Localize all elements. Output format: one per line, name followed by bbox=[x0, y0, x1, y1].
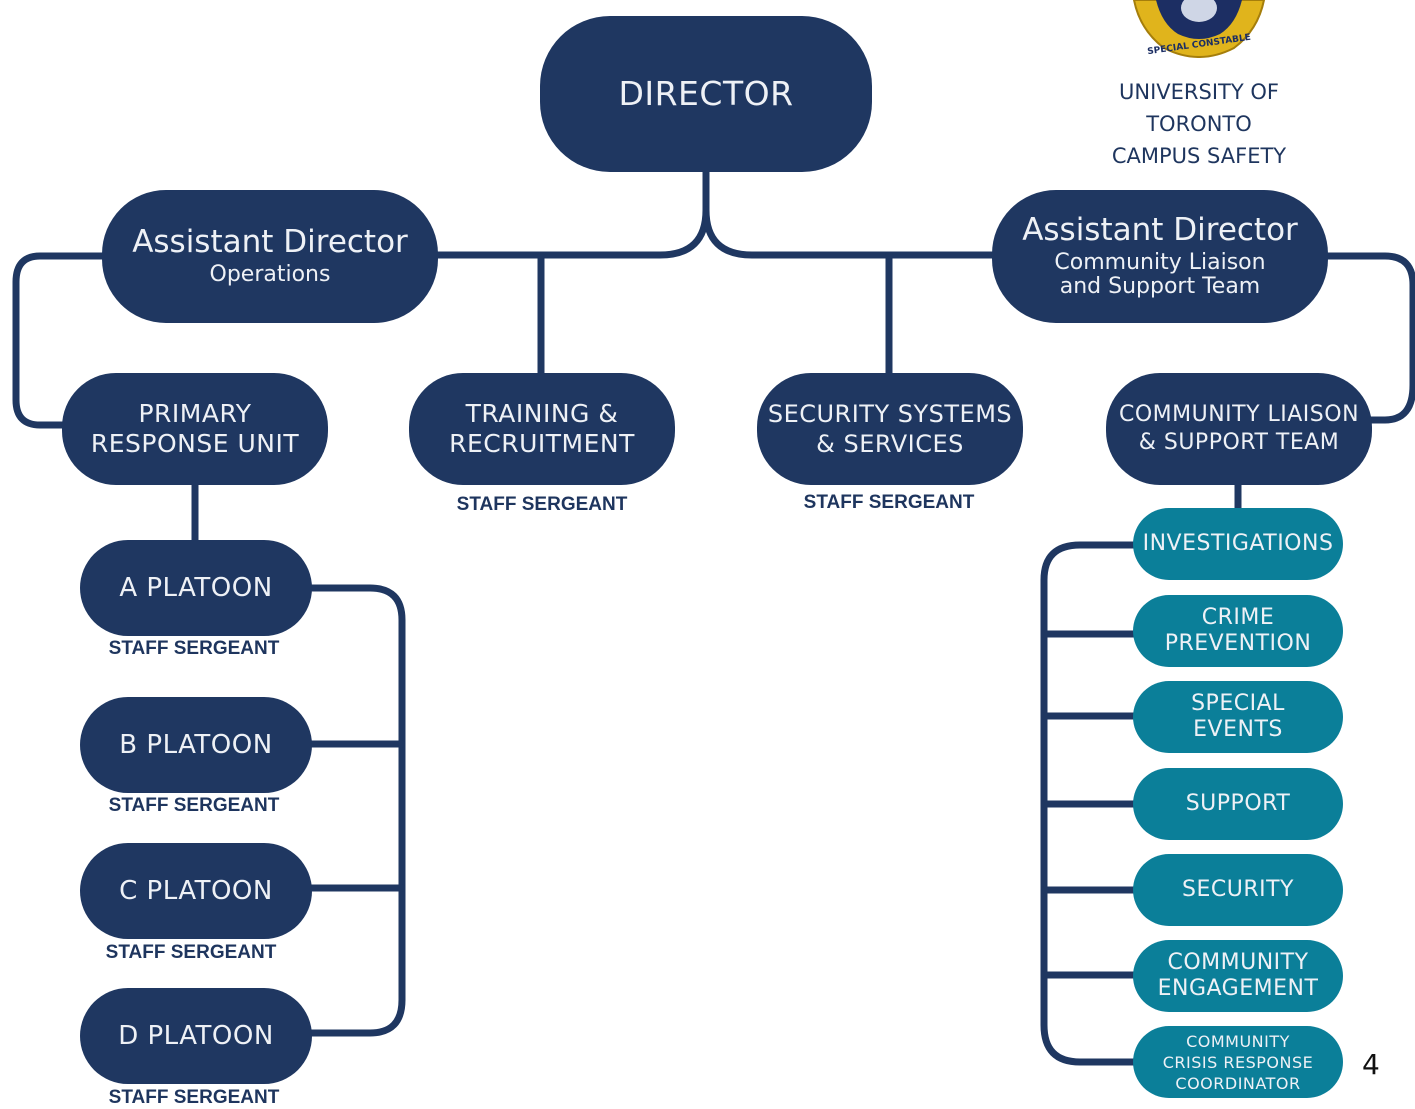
community-crisis-response-node: COMMUNITY CRISIS RESPONSE COORDINATOR bbox=[1133, 1026, 1343, 1098]
investigations-node: INVESTIGATIONS bbox=[1133, 508, 1343, 580]
training-staff-sergeant-caption: STAFF SERGEANT bbox=[456, 494, 628, 515]
assistant-director-community-subtitle: and Support Team bbox=[1059, 274, 1261, 300]
security-systems-node: SECURITY SYSTEMS & SERVICES bbox=[757, 373, 1023, 485]
community-unit-label: EVENTS bbox=[1193, 717, 1283, 742]
d-platoon-node: D PLATOON bbox=[80, 988, 312, 1084]
unit-label: PRIMARY bbox=[138, 399, 252, 428]
community-unit-label: SUPPORT bbox=[1185, 791, 1291, 817]
organization-name-line: CAMPUS SAFETY bbox=[1111, 144, 1287, 168]
unit-label: TRAINING & bbox=[465, 399, 619, 428]
campus-safety-badge-icon: SPECIAL CONSTABLE bbox=[1132, 0, 1266, 58]
community-unit-label: PREVENTION bbox=[1164, 631, 1312, 656]
assistant-director-community-subtitle: Community Liaison bbox=[1054, 250, 1266, 276]
connector-director-right bbox=[702, 206, 999, 259]
crime-prevention-node: CRIME PREVENTION bbox=[1133, 595, 1343, 667]
security-node: SECURITY bbox=[1133, 854, 1343, 926]
unit-label: COMMUNITY LIAISON bbox=[1118, 402, 1360, 427]
unit-label: RECRUITMENT bbox=[449, 429, 635, 458]
community-unit-label: CRIME bbox=[1201, 605, 1275, 630]
assistant-director-ops-title: Assistant Director bbox=[132, 223, 408, 260]
assistant-director-ops-subtitle: Operations bbox=[209, 262, 331, 288]
community-unit-label: COMMUNITY bbox=[1167, 950, 1309, 975]
community-unit-label: CRISIS RESPONSE bbox=[1162, 1052, 1314, 1072]
d-platoon-staff-sergeant-caption: STAFF SERGEANT bbox=[108, 1087, 280, 1108]
c-platoon-staff-sergeant-caption: STAFF SERGEANT bbox=[105, 942, 277, 963]
connector-platoon-bracket bbox=[306, 584, 406, 1037]
b-platoon-node: B PLATOON bbox=[80, 697, 312, 793]
director-title: DIRECTOR bbox=[618, 74, 794, 114]
organization-name-line: UNIVERSITY OF bbox=[1119, 80, 1279, 104]
security-systems-staff-sergeant-caption: STAFF SERGEANT bbox=[803, 492, 975, 513]
community-unit-label: ENGAGEMENT bbox=[1157, 976, 1319, 1001]
primary-response-unit-node: PRIMARY RESPONSE UNIT bbox=[62, 373, 328, 485]
special-events-node: SPECIAL EVENTS bbox=[1133, 681, 1343, 753]
director-node: DIRECTOR bbox=[540, 16, 872, 172]
assistant-director-operations-node: Assistant Director Operations bbox=[102, 190, 438, 323]
organization-name-line: TORONTO bbox=[1146, 112, 1252, 136]
community-unit-label: SECURITY bbox=[1182, 877, 1294, 903]
support-node: SUPPORT bbox=[1133, 768, 1343, 840]
training-recruitment-node: TRAINING & RECRUITMENT bbox=[409, 373, 675, 485]
connector-director-trunk bbox=[431, 166, 710, 259]
c-platoon-node: C PLATOON bbox=[80, 843, 312, 939]
platoon-label: A PLATOON bbox=[119, 572, 273, 603]
organization-name: UNIVERSITY OF TORONTO CAMPUS SAFETY bbox=[1085, 76, 1313, 172]
connector-community-loop bbox=[1321, 252, 1415, 424]
community-unit-label: SPECIAL bbox=[1191, 691, 1285, 716]
connector-ops-to-primary bbox=[12, 252, 112, 429]
unit-label: & SERVICES bbox=[816, 430, 964, 458]
assistant-director-community-node: Assistant Director Community Liaison and… bbox=[992, 190, 1328, 323]
a-platoon-staff-sergeant-caption: STAFF SERGEANT bbox=[108, 638, 280, 659]
unit-label: & SUPPORT TEAM bbox=[1138, 430, 1340, 455]
b-platoon-staff-sergeant-caption: STAFF SERGEANT bbox=[108, 795, 280, 816]
unit-label: RESPONSE UNIT bbox=[90, 429, 300, 458]
unit-label: SECURITY SYSTEMS bbox=[767, 400, 1013, 428]
platoon-label: B PLATOON bbox=[119, 729, 273, 760]
community-engagement-node: COMMUNITY ENGAGEMENT bbox=[1133, 940, 1343, 1012]
platoon-label: D PLATOON bbox=[118, 1020, 274, 1051]
a-platoon-node: A PLATOON bbox=[80, 540, 312, 636]
community-unit-label: INVESTIGATIONS bbox=[1142, 531, 1334, 557]
assistant-director-community-title: Assistant Director bbox=[1022, 212, 1298, 249]
page-number: 4 bbox=[1362, 1048, 1380, 1081]
community-unit-label: COORDINATOR bbox=[1175, 1073, 1301, 1093]
platoon-label: C PLATOON bbox=[119, 875, 273, 906]
community-liaison-team-node: COMMUNITY LIAISON & SUPPORT TEAM bbox=[1106, 373, 1372, 485]
community-unit-label: COMMUNITY bbox=[1186, 1031, 1290, 1051]
